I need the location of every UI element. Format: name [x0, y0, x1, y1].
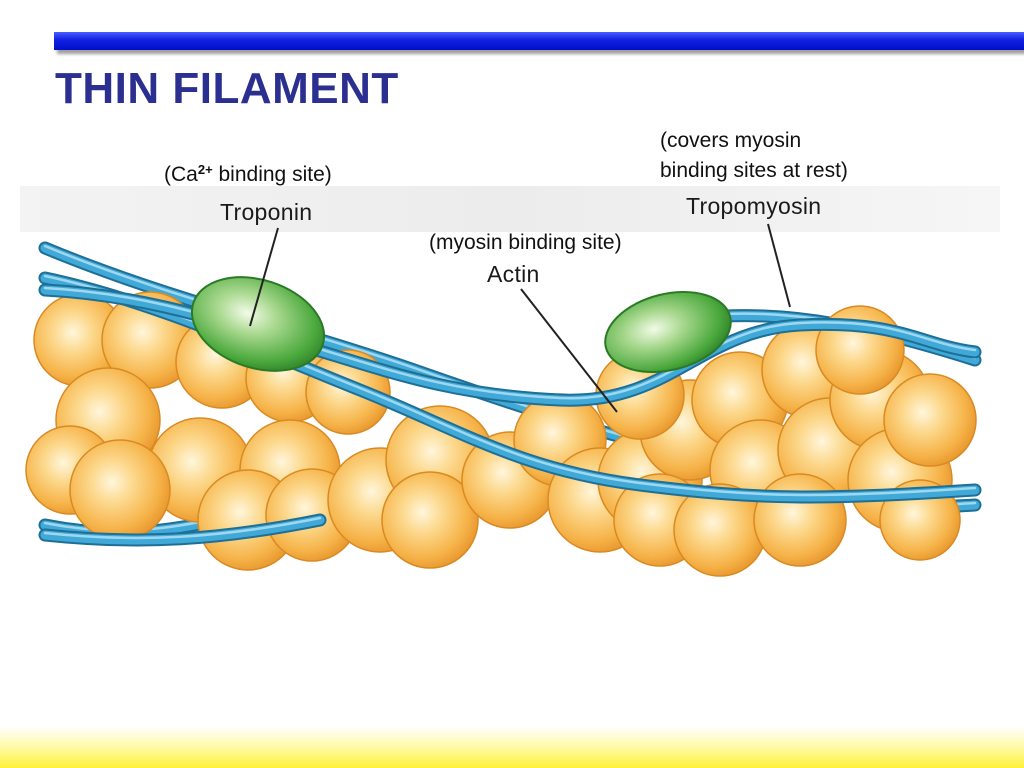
actin-monomer — [883, 373, 977, 467]
title-bar-decoration — [54, 32, 1024, 50]
tropomyosin-strand-front-3 — [38, 513, 327, 547]
troponin-complex-right — [604, 291, 732, 373]
tropomyosin-function-note-line-2: binding sites at rest) — [660, 159, 848, 182]
troponin-complex-left — [190, 276, 326, 372]
footer-band-decoration — [0, 726, 1024, 768]
troponin-note-suffix: binding site) — [212, 163, 332, 186]
actin-filament — [25, 291, 977, 577]
troponin-note-prefix: (Ca — [164, 163, 198, 186]
actin-monomer — [381, 471, 479, 569]
tropomyosin-label: Tropomyosin — [686, 193, 822, 219]
calcium-charge-superscript: 2+ — [197, 162, 213, 177]
troponin-pointer-line — [249, 227, 279, 327]
tropomyosin-function-note-line-1: (covers myosin — [660, 129, 802, 152]
actin-monomer — [69, 439, 171, 541]
actin-label: Actin — [487, 261, 540, 287]
slide-title: THIN FILAMENT — [55, 64, 399, 113]
actin-pointer-line — [520, 288, 618, 413]
actin-monomer — [753, 473, 847, 567]
troponin-function-note: (Ca2+ binding site) — [164, 162, 332, 187]
diagram-background-band — [20, 186, 1000, 232]
actin-function-note: (myosin binding site) — [429, 231, 622, 254]
troponin-label: Troponin — [220, 199, 313, 225]
tropomyosin-pointer-line — [767, 223, 791, 308]
